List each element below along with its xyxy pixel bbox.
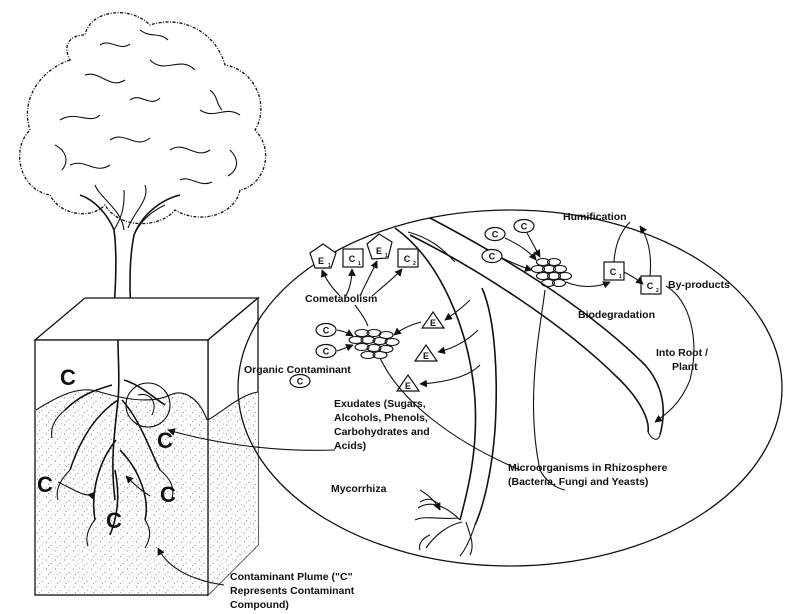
label-humification: Humification bbox=[563, 211, 627, 223]
arrow-e-to-cluster bbox=[394, 322, 421, 335]
arrow-c1-to-c2 bbox=[624, 272, 643, 284]
contaminant-c1-box: C 1 bbox=[343, 249, 363, 267]
svg-text:C: C bbox=[297, 377, 304, 387]
label-cometabolism: Cometabolism bbox=[305, 293, 377, 305]
contaminant-c2-box-right: C 2 bbox=[641, 276, 661, 294]
svg-text:E: E bbox=[405, 381, 411, 391]
svg-text:1: 1 bbox=[358, 261, 361, 267]
label-plume-1: Contaminant Plume ("C" bbox=[230, 571, 353, 583]
svg-text:1: 1 bbox=[385, 253, 388, 259]
svg-text:C: C bbox=[404, 254, 411, 264]
arrow-c-oval-b bbox=[337, 345, 353, 351]
label-into-root-1: Into Root / bbox=[656, 347, 708, 359]
exudate-triangle-1: E bbox=[422, 312, 444, 328]
contaminant-c-oval-r1: C bbox=[485, 228, 505, 241]
label-biodegradation: Biodegradation bbox=[578, 309, 655, 321]
label-plume-3: Compound) bbox=[230, 599, 289, 611]
contaminant-c-oval-r2: C bbox=[514, 220, 534, 233]
svg-text:1: 1 bbox=[619, 274, 622, 280]
contaminant-c-oval-r3: C bbox=[482, 250, 502, 263]
contaminant-c1-box-right: C 1 bbox=[604, 262, 624, 280]
label-mycorrhiza: Mycorrhiza bbox=[331, 483, 387, 495]
arrow-r2-to-cluster bbox=[527, 233, 540, 257]
svg-text:C: C bbox=[647, 281, 654, 291]
svg-text:E: E bbox=[423, 351, 429, 361]
svg-text:C: C bbox=[323, 347, 330, 357]
label-microorganisms-1: Microorganisms in Rhizosphere bbox=[508, 462, 667, 474]
svg-text:C: C bbox=[492, 230, 499, 240]
exudate-e1-pentagon: E 1 bbox=[310, 244, 336, 269]
label-plume-2: Represents Contaminant bbox=[230, 585, 355, 597]
contaminant-c-4: C bbox=[160, 482, 176, 507]
label-organic-contaminant: Organic Contaminant bbox=[244, 364, 351, 376]
cluster-to-cometabolism-line bbox=[355, 305, 368, 326]
contaminant-c-2: C bbox=[157, 428, 173, 453]
contaminant-c-1: C bbox=[60, 365, 76, 390]
contaminant-c-3: C bbox=[37, 472, 53, 497]
contaminant-c-oval-a: C bbox=[316, 324, 336, 337]
svg-text:E: E bbox=[376, 246, 382, 256]
microbe-cluster-left bbox=[349, 330, 399, 359]
arrow-cluster-to-c1 bbox=[566, 282, 610, 287]
arrow-root-to-e2 bbox=[438, 330, 478, 352]
organic-contaminant-oval: C bbox=[290, 375, 310, 388]
svg-text:C: C bbox=[323, 326, 330, 336]
label-microorganisms-2: (Bacteria, Fungi and Yeasts) bbox=[508, 476, 648, 488]
svg-text:C: C bbox=[610, 267, 617, 277]
svg-text:2: 2 bbox=[656, 288, 659, 294]
arrow-c-oval-a bbox=[337, 330, 353, 336]
label-exudates-4: Acids) bbox=[334, 440, 366, 452]
exudate-e1-pentagon-2: E 1 bbox=[367, 234, 392, 259]
exudate-triangle-2: E bbox=[415, 345, 437, 361]
label-exudates-2: Alcohols, Phenols, bbox=[334, 412, 428, 424]
soil-block bbox=[35, 298, 258, 595]
label-exudates-1: Exudates (Sugars, bbox=[334, 398, 426, 410]
contaminant-c2-box: C 2 bbox=[398, 249, 418, 267]
svg-text:C: C bbox=[489, 252, 496, 262]
tree-canopy bbox=[20, 13, 266, 224]
svg-text:C: C bbox=[349, 254, 356, 264]
root-detail bbox=[395, 228, 496, 556]
arrow-to-c1 bbox=[346, 269, 352, 296]
label-by-products: By-products bbox=[668, 279, 730, 291]
label-into-root-2: Plant bbox=[672, 361, 698, 373]
microbe-cluster-right bbox=[532, 259, 572, 287]
contaminant-c-oval-b: C bbox=[316, 345, 336, 358]
svg-text:1: 1 bbox=[328, 263, 331, 269]
arrow-to-c2 bbox=[372, 269, 402, 296]
svg-text:E: E bbox=[430, 318, 436, 328]
contaminant-c-5: C bbox=[106, 508, 122, 533]
svg-text:2: 2 bbox=[413, 261, 416, 267]
svg-text:E: E bbox=[318, 256, 324, 266]
label-exudates-3: Carbohydrates and bbox=[334, 426, 430, 438]
svg-text:C: C bbox=[521, 222, 528, 232]
